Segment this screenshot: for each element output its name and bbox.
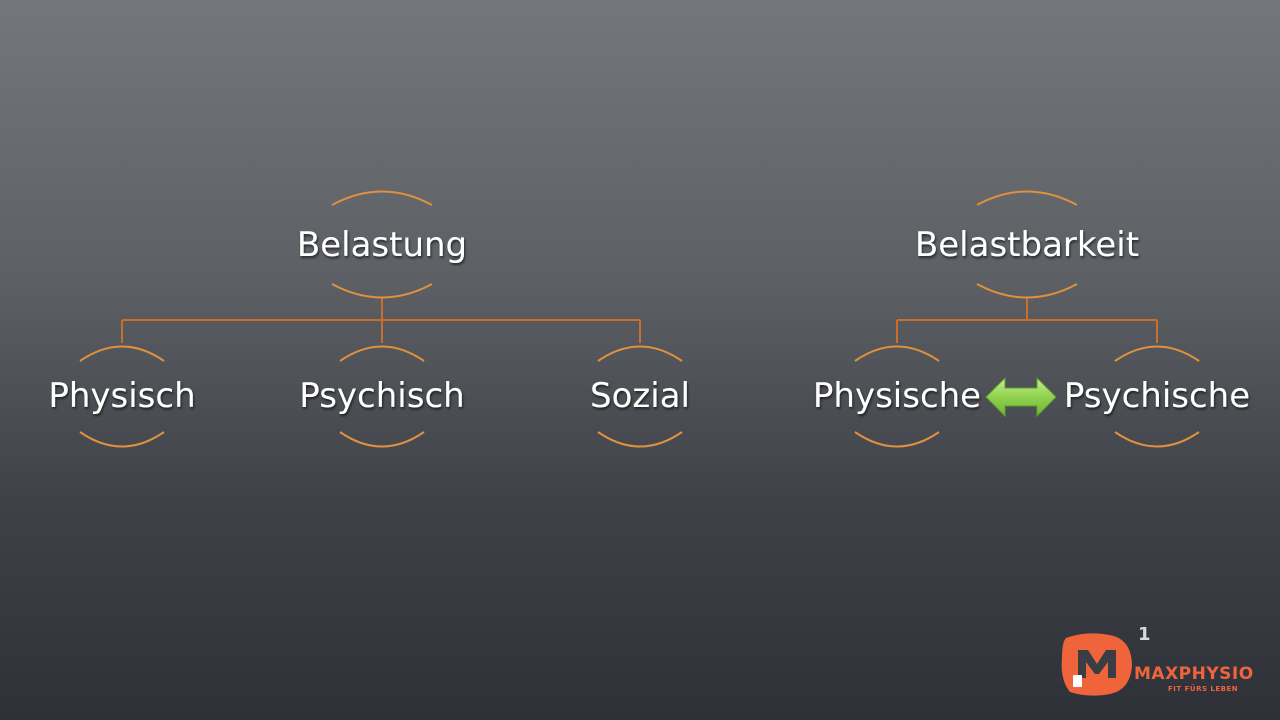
node-psychische: Psychische (1064, 345, 1250, 448)
node-physische-bottom-arc (854, 431, 940, 448)
node-belastung-bottom-arc (331, 283, 433, 299)
left-tree-connectors (121, 298, 641, 343)
node-belastbarkeit-label: Belastbarkeit (915, 225, 1139, 265)
node-sozial-top-arc (597, 345, 683, 362)
page-number: 1 (1138, 624, 1151, 645)
node-physische-label: Physische (813, 376, 981, 416)
node-belastbarkeit-bottom-arc (976, 283, 1078, 299)
node-physisch-top-arc (79, 345, 165, 362)
node-physische: Physische (813, 345, 981, 448)
double-arrow-icon (985, 376, 1057, 418)
node-physische-top-arc (854, 345, 940, 362)
node-psychische-bottom-arc (1114, 431, 1200, 448)
node-psychische-top-arc (1114, 345, 1200, 362)
brand-tagline: FIT FÜRS LEBEN (1168, 685, 1239, 693)
node-physisch: Physisch (48, 345, 196, 448)
node-belastbarkeit-top-arc (976, 190, 1078, 206)
node-psychisch-bottom-arc (339, 431, 425, 448)
node-belastbarkeit: Belastbarkeit (915, 190, 1139, 299)
node-psychisch-label: Psychisch (299, 376, 464, 416)
node-physisch-label: Physisch (48, 376, 195, 416)
node-sozial-bottom-arc (597, 431, 683, 448)
node-psychisch-top-arc (339, 345, 425, 362)
node-belastung-label: Belastung (297, 225, 467, 265)
node-sozial-label: Sozial (590, 376, 690, 416)
maxphysio-logo-icon (1061, 633, 1132, 696)
node-psychische-label: Psychische (1064, 376, 1250, 416)
node-physisch-bottom-arc (79, 431, 165, 448)
brand-logo: MAXPHYSIO FIT FÜRS LEBEN (1058, 628, 1268, 698)
brand-name: MAXPHYSIO (1134, 664, 1254, 684)
node-sozial: Sozial (590, 345, 690, 448)
right-tree-connectors (896, 298, 1158, 343)
node-belastung-top-arc (331, 190, 433, 206)
node-belastung: Belastung (297, 190, 467, 299)
node-psychisch: Psychisch (299, 345, 465, 448)
